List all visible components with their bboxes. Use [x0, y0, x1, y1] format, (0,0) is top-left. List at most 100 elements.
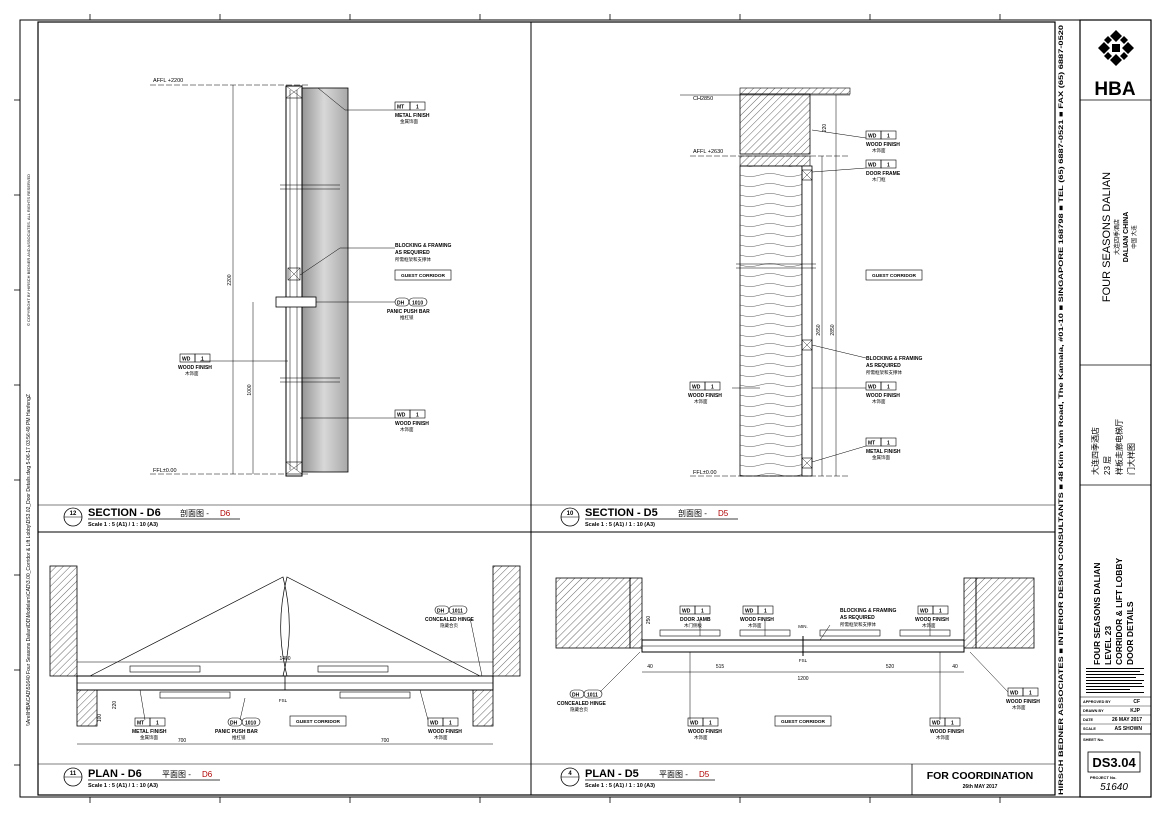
blocking-label2-d6: AS REQUIRED [395, 250, 430, 256]
wood-finish-d5-plan2-cn: 木饰面 [922, 622, 936, 629]
dim-1400: 1400 [279, 656, 290, 662]
wood-finish-plan-d6: WOOD FINISH [428, 729, 462, 735]
drawing-title-1: FOUR SEASONS DALIAN [1092, 563, 1102, 665]
tag-wd-right: WD [397, 413, 406, 419]
drawing-title-cn-2: 23 层 [1103, 456, 1112, 475]
wood-finish-left-cn: 木饰面 [185, 370, 199, 377]
plan-d5: 1200 515 520 40 40 250 MIN. FSL WD 1 DOO… [555, 577, 1040, 741]
view-title: PLAN - D5 [585, 768, 639, 780]
section-d5: CH2850 AFFL +2630 FFL±0.00 2650 2850 220… [680, 87, 922, 477]
tag-wd-d5-plan2: WD [920, 609, 929, 615]
ffl-label-d5: FFL±0.00 [693, 470, 717, 476]
dim-700-right: 700 [381, 738, 390, 744]
wood-panel-d5 [739, 165, 803, 477]
view-title-cn: 剖面图 - [180, 508, 209, 518]
status-date: 26th MAY 2017 [963, 784, 998, 790]
location-cn-vertical: 中国 大连 [1130, 225, 1138, 249]
drawn-value: KJP [1130, 708, 1140, 714]
wood-finish-d5-left: WOOD FINISH [688, 393, 722, 399]
tag-wd-left: WD [182, 357, 191, 363]
dim-40-left: 40 [647, 664, 653, 670]
ffl-label-d6: FFL±0.00 [153, 468, 177, 474]
panic-label-d6: PANIC PUSH BAR [387, 309, 430, 315]
tag-dh-panic-plan: DH [230, 721, 238, 727]
tag-wd-d5-top-num: 1 [887, 134, 890, 140]
drawing-title-cn-3: 样板走廊电梯厅 [1114, 419, 1124, 475]
section-d6: AFFL +2200 FFL±0.00 2200 1000 MT 1 METAL… [150, 78, 451, 477]
guest-corridor-plan-d6: GUEST CORRIDOR [296, 719, 341, 725]
project-name-cn-vertical: 大连四季酒店 [1113, 219, 1121, 255]
tag-dh-panic-num: 1010 [412, 301, 423, 307]
dim-1000: 1000 [247, 384, 253, 395]
fsl-label-d6: FSL [279, 698, 288, 703]
tag-wd-d5-plan5: WD [1010, 691, 1019, 697]
plan-d6: 1400 700 700 100 220 FSL DH 1011 CONCEAL… [49, 565, 521, 745]
view-title-4: 4 PLAN - D5 平面图 - D5 Scale 1 : 5 (A1) / … [560, 767, 715, 789]
tag-wd-d5-right-num: 1 [887, 385, 890, 391]
view-scale: Scale 1 : 5 (A1) / 1 : 10 (A3) [88, 783, 158, 789]
date-label: DATE [1083, 718, 1094, 722]
tag-dh-hinge-d6-num: 1011 [452, 609, 463, 615]
blocking-label2-d5-plan: AS REQUIRED [840, 615, 875, 621]
drawing-title-3: CORRIDOR & LIFT LOBBY [1114, 557, 1124, 665]
sheet-number: DS3.04 [1092, 755, 1136, 770]
firm-address-strip: HIRSCH BEDNER ASSOCIATES ■ INTERIOR DESI… [1058, 24, 1065, 795]
hinge-label-d6: CONCEALED HINGE [425, 617, 475, 623]
guest-corridor-label-d6: GUEST CORRIDOR [401, 273, 446, 279]
tag-wd-plan-d6-num: 1 [449, 721, 452, 727]
wood-finish-plan-d6-cn: 木饰面 [434, 734, 448, 741]
tag-wd-d5-right: WD [868, 385, 877, 391]
approved-value: CF [1133, 699, 1140, 705]
notes-block [1086, 668, 1144, 693]
project-name-vertical: FOUR SEASONS DALIAN [1101, 172, 1113, 302]
wood-finish-right-cn: 木饰面 [400, 426, 414, 433]
view-title-cn: 平面图 - [659, 770, 688, 779]
copyright-text: © COPYRIGHT BY HIRSCH BEDNER AND ASSOCIA… [26, 174, 31, 326]
tag-dh-hinge-d5: DH [572, 693, 580, 699]
drawing-title-4: DOOR DETAILS [1125, 601, 1135, 665]
tag-wd-d5-plan4-num: 1 [951, 721, 954, 727]
dim-250: 250 [646, 616, 652, 625]
wood-finish-right: WOOD FINISH [395, 421, 429, 427]
tag-wd-d5-left: WD [692, 385, 701, 391]
scale-label: SCALE [1083, 727, 1096, 731]
view-title-12: 12 SECTION - D6 剖面图 - D6 Scale 1 : 5 (A1… [63, 507, 240, 528]
view-title-cn: 平面图 - [162, 770, 191, 779]
view-scale: Scale 1 : 5 (A1) / 1 : 10 (A3) [585, 783, 655, 789]
title-block: HBA FOUR SEASONS DALIAN 大连四季酒店 DALIAN CH… [1079, 19, 1152, 798]
dim-2850: 2850 [830, 324, 836, 335]
status-stamp: FOR COORDINATION [927, 770, 1034, 782]
door-frame-cn: 木门框 [872, 176, 886, 183]
push-bar [275, 296, 317, 308]
tag-wd-d5-plan5-num: 1 [1029, 691, 1032, 697]
dim-515: 515 [716, 664, 725, 670]
tag-wd-jamb: WD [682, 609, 691, 615]
panic-label-plan: PANIC PUSH BAR [215, 729, 258, 735]
tag-wd-plan-d6: WD [430, 721, 439, 727]
door-frame-label: DOOR FRAME [866, 171, 901, 177]
view-scale: Scale 1 : 5 (A1) / 1 : 10 (A3) [585, 522, 655, 528]
tag-mt-plan-num: 1 [156, 721, 159, 727]
tag-mt-plan: MT [137, 721, 144, 727]
view-number: 11 [70, 771, 77, 777]
tag-wd-d5-plan2-num: 1 [939, 609, 942, 615]
dim-1200: 1200 [797, 676, 808, 682]
location-vertical: DALIAN CHINA [1123, 212, 1130, 263]
blocking-label-d6: BLOCKING & FRAMING [395, 243, 451, 249]
file-path-text: \\Arel\HBA\CAD\51640 Four Seasons Dalian… [26, 394, 32, 726]
sheet-no-label: SHEET No. [1083, 737, 1104, 742]
tag-wd-jamb-num: 1 [701, 609, 704, 615]
wood-finish-d5-top: WOOD FINISH [866, 142, 900, 148]
wood-finish-d5-top-cn: 木饰面 [872, 147, 886, 154]
wood-finish-d5-plan4: WOOD FINISH [930, 729, 964, 735]
wood-finish-left: WOOD FINISH [178, 365, 212, 371]
view-number: 4 [568, 771, 572, 777]
door-jamb-cn: 木门侧板 [684, 622, 702, 629]
hinge-cn-d5: 隐藏合页 [570, 706, 588, 713]
dim-220-d6: 220 [112, 701, 118, 710]
tag-wd-d5-plan3: WD [690, 721, 699, 727]
wood-finish-d5-plan2: WOOD FINISH [915, 617, 949, 623]
metal-finish-cn: 金属饰面 [400, 118, 418, 125]
drawn-label: DRAWN BY [1083, 709, 1104, 713]
